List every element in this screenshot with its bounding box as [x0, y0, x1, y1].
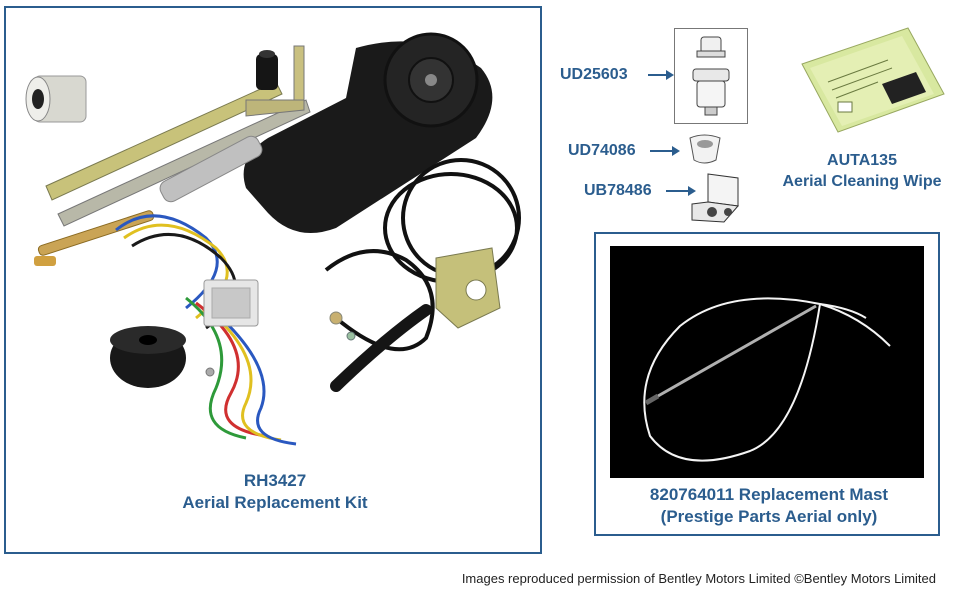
part-label-ub78486: UB78486 [584, 182, 652, 199]
kit-description: Aerial Replacement Kit [182, 493, 368, 512]
l-bracket [245, 45, 305, 117]
kit-photo [25, 32, 521, 446]
arrow-icon [650, 146, 680, 156]
bushing [25, 75, 87, 123]
mast-panel: 820764011 Replacement Mast (Prestige Par… [594, 232, 940, 536]
part-label-ud25603: UD25603 [560, 66, 628, 83]
kit-part-number: RH3427 [243, 471, 307, 490]
mast-line-2: (Prestige Parts Aerial only) [660, 507, 878, 526]
rubber-pad [110, 326, 186, 388]
relay [203, 279, 259, 327]
aerial-motor [34, 32, 493, 266]
ub78486-photo [691, 173, 739, 223]
wipe-caption: AUTA135 Aerial Cleaning Wipe [762, 150, 962, 192]
mast-line-1: 820764011 Replacement Mast [649, 485, 889, 504]
mast-photo [610, 246, 924, 478]
mast-caption: 820764011 Replacement Mast (Prestige Par… [596, 484, 942, 528]
ud74086-photo [689, 134, 721, 164]
screws [205, 311, 356, 377]
wipe-packet-photo [801, 27, 945, 133]
drain-hose [330, 304, 432, 392]
grommet [256, 50, 278, 90]
mounting-strip [45, 81, 311, 227]
mast-image [643, 297, 891, 462]
wipe-part-number: AUTA135 [827, 152, 897, 169]
plug-icon [692, 36, 730, 116]
footer-credit: Images reproduced permission of Bentley … [461, 571, 936, 586]
wipe-description: Aerial Cleaning Wipe [782, 173, 942, 190]
kit-panel: RH3427 Aerial Replacement Kit [4, 6, 542, 554]
arrow-icon [648, 70, 674, 80]
kit-caption: RH3427 Aerial Replacement Kit [6, 470, 544, 514]
arrow-icon [666, 186, 696, 196]
ud25603-photo [674, 28, 748, 124]
small-bracket [435, 247, 501, 329]
part-label-ud74086: UD74086 [568, 142, 636, 159]
